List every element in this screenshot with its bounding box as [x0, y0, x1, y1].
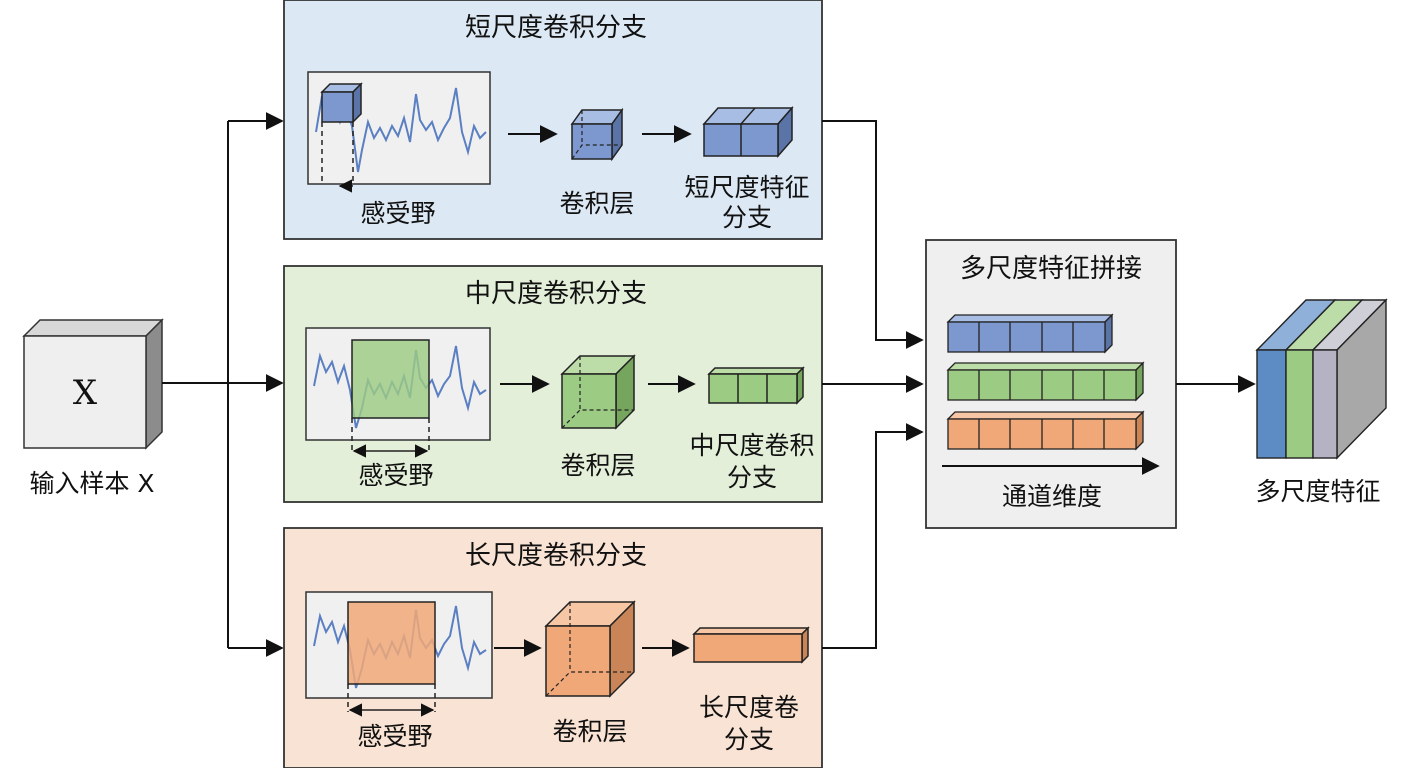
- medium-feature-map: [707, 366, 805, 405]
- medium-rf-window: [351, 339, 430, 419]
- medium-feature-label-line1: 中尺度卷积: [689, 431, 814, 460]
- short-feature-top-divider: [740, 107, 756, 125]
- long-feature-label-line2: 分支: [724, 725, 774, 754]
- channel-axis-label: 通道维度: [1002, 482, 1102, 511]
- concat-green-side: [1135, 361, 1144, 402]
- concat-blue-top: [946, 314, 1114, 323]
- concat-green-top: [946, 362, 1145, 371]
- long-rf-window: [347, 601, 436, 685]
- long-panel-title: 长尺度卷积分支: [465, 541, 647, 571]
- concat-blue-feature-row: [946, 313, 1114, 354]
- output-feature-block: 多尺度特征: [1255, 298, 1388, 506]
- short-to-concat-line: [822, 120, 924, 349]
- input-cube-side: [145, 318, 163, 450]
- long-rf-label: 感受野: [357, 722, 432, 751]
- medium-conv-cube-front: [561, 373, 617, 429]
- long-conv-label: 卷积层: [552, 717, 627, 746]
- short-rf-cube-front: [321, 91, 354, 123]
- concat-green-feature-row: [946, 361, 1145, 402]
- input-cube-top: [22, 319, 164, 337]
- long-to-concat-line: [822, 423, 924, 649]
- short-conv-cube-front: [571, 123, 613, 160]
- long-conv-cube-front: [545, 625, 611, 697]
- long-feature-top: [692, 627, 810, 635]
- concat-blue-front: [947, 321, 1106, 353]
- short-rf-label: 感受野: [360, 199, 435, 228]
- concat-orange-side: [1135, 410, 1144, 451]
- concat-panel-title: 多尺度特征拼接: [960, 254, 1142, 284]
- short-conv-label: 卷积层: [559, 189, 634, 218]
- medium-panel-title: 中尺度卷积分支: [465, 279, 647, 309]
- input-sample-block: X 输入样本 X: [22, 318, 164, 498]
- medium-conv-label: 卷积层: [560, 451, 635, 480]
- short-branch-panel: 短尺度卷积分支 感受野 卷积层 短尺度特征 分支: [283, 0, 823, 240]
- long-feature-label-line1: 长尺度卷: [699, 693, 799, 722]
- branch-output-connectors: [822, 120, 924, 649]
- concat-panel: 多尺度特征拼接: [925, 239, 1177, 529]
- short-feature-map: [702, 106, 794, 158]
- concat-orange-feature-row: [946, 410, 1145, 451]
- input-label: 输入样本 X: [29, 469, 154, 498]
- input-letter: X: [73, 373, 98, 413]
- output-band-blue: [1256, 349, 1287, 459]
- short-panel-title: 短尺度卷积分支: [465, 13, 647, 43]
- output-band-gray: [1312, 349, 1338, 459]
- concat-blue-side: [1104, 313, 1113, 354]
- medium-feature-label-line2: 分支: [727, 463, 777, 492]
- output-band-green: [1285, 349, 1314, 459]
- long-feature-front: [693, 633, 803, 663]
- output-label: 多尺度特征: [1255, 477, 1380, 506]
- medium-feature-front: [708, 373, 798, 404]
- short-feature-label-line2: 分支: [722, 203, 772, 232]
- medium-feature-side: [796, 366, 804, 405]
- medium-rf-label: 感受野: [358, 461, 433, 490]
- medium-conv-cube-hidden-edges: [561, 409, 634, 429]
- long-branch-panel: 长尺度卷积分支 感受野 卷积层 长尺度卷 分支: [283, 527, 823, 768]
- medium-branch-panel: 中尺度卷积分支 感受野 卷积层 中尺度卷积 分支: [283, 265, 823, 503]
- long-feature-map: [692, 626, 810, 664]
- short-conv-cube-hidden-edges: [571, 144, 622, 160]
- input-cube-front: [23, 335, 147, 449]
- short-feature-label-line1: 短尺度特征: [684, 173, 809, 202]
- medium-feature-top: [707, 367, 805, 375]
- concat-orange-top: [946, 411, 1145, 420]
- input-connectors: [162, 112, 284, 657]
- long-feature-side: [801, 626, 809, 664]
